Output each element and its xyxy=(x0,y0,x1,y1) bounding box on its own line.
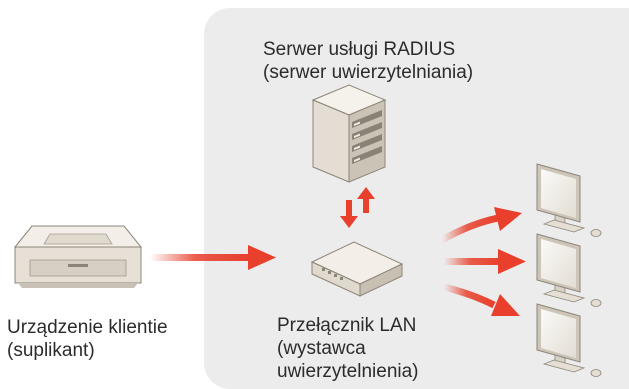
monitor-icon xyxy=(536,233,602,307)
switch-to-pc-arrows xyxy=(440,207,526,316)
server-label: Serwer usługi RADIUS (serwer uwierzyteln… xyxy=(263,38,473,84)
switch-label-line1: Przełącznik LAN xyxy=(277,315,417,336)
printer-icon xyxy=(13,225,143,288)
server-label-line2: (serwer uwierzytelniania) xyxy=(263,62,474,83)
server-switch-arrows xyxy=(340,187,375,228)
server-icon xyxy=(311,84,387,183)
client-label-line1: Urządzenie klientie xyxy=(7,317,168,338)
switch-icon xyxy=(310,241,404,297)
server-label-line1: Serwer usługi RADIUS xyxy=(263,39,456,60)
switch-label-line3: uwierzytelnienia) xyxy=(277,361,419,382)
monitor-icon xyxy=(536,303,602,377)
switch-label: Przełącznik LAN (wystawca uwierzytelnien… xyxy=(277,314,419,383)
monitor-icon xyxy=(536,163,602,237)
client-to-switch-arrow xyxy=(150,245,276,270)
client-label-line2: (suplikant) xyxy=(7,340,95,361)
client-label: Urządzenie klientie (suplikant) xyxy=(7,316,168,362)
switch-label-line2: (wystawca xyxy=(277,338,366,359)
